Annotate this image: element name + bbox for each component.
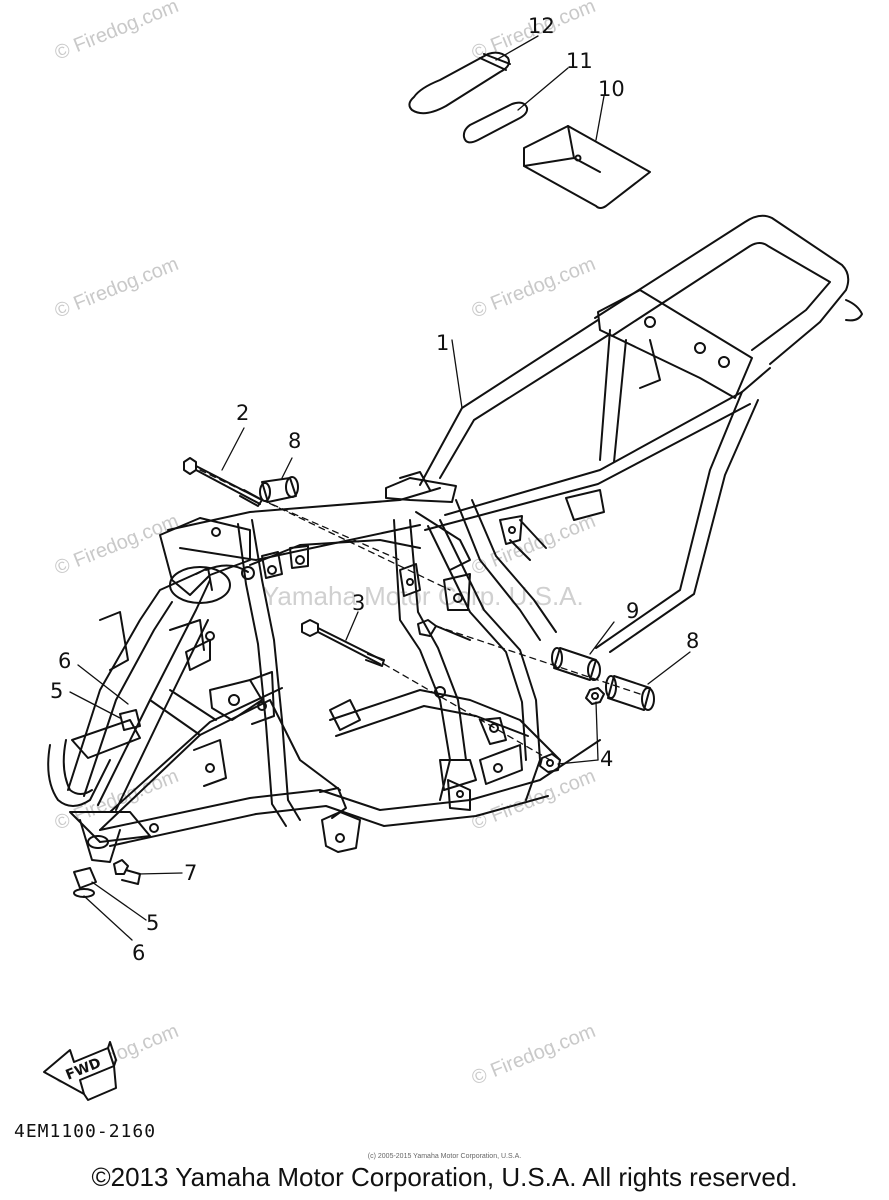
diagram-code: 4EM1100-2160 (14, 1121, 157, 1142)
frame-line-art (43, 35, 863, 1101)
watermark-owner: Yamaha Motor Corp. U.S.A. (262, 581, 584, 611)
callout-5-lower: 5 (146, 911, 159, 935)
watermark: © Firedog.com (52, 253, 182, 323)
leader-lines (69, 35, 691, 941)
callout-12: 12 (528, 14, 555, 38)
callout-8-upper: 8 (288, 429, 301, 453)
watermark: © Firedog.com (469, 253, 599, 323)
part-11-strip (462, 101, 529, 144)
copyright-notice: ©2013 Yamaha Motor Corporation, U.S.A. A… (91, 1162, 798, 1192)
callout-9: 9 (626, 599, 639, 623)
callout-7: 7 (184, 861, 197, 885)
callout-2: 2 (236, 401, 249, 425)
callout-1: 1 (436, 331, 449, 355)
lower-cradle (67, 571, 601, 847)
part-10-bag (523, 125, 651, 209)
small-copyright: (c) 2005-2015 Yamaha Motor Corporation, … (367, 1153, 522, 1160)
watermark: © Firedog.com (52, 0, 182, 65)
callout-8-right: 8 (686, 629, 699, 653)
callout-11: 11 (566, 49, 593, 73)
callout-layer: 12 11 10 1 2 8 3 9 8 4 6 5 7 5 6 (50, 14, 699, 965)
mount-plates (99, 471, 605, 853)
callout-4: 4 (600, 747, 613, 771)
callout-6-upper: 6 (58, 649, 71, 673)
watermark: © Firedog.com (469, 1020, 599, 1090)
front-bumper (47, 719, 151, 863)
callout-5-upper: 5 (50, 679, 63, 703)
rear-rails (594, 214, 863, 399)
callout-3: 3 (352, 591, 365, 615)
callout-10: 10 (598, 77, 625, 101)
watermark: © Firedog.com (52, 765, 182, 835)
callout-6-lower: 6 (132, 941, 145, 965)
part-12-seal (408, 51, 511, 115)
fwd-arrow (43, 1041, 117, 1101)
